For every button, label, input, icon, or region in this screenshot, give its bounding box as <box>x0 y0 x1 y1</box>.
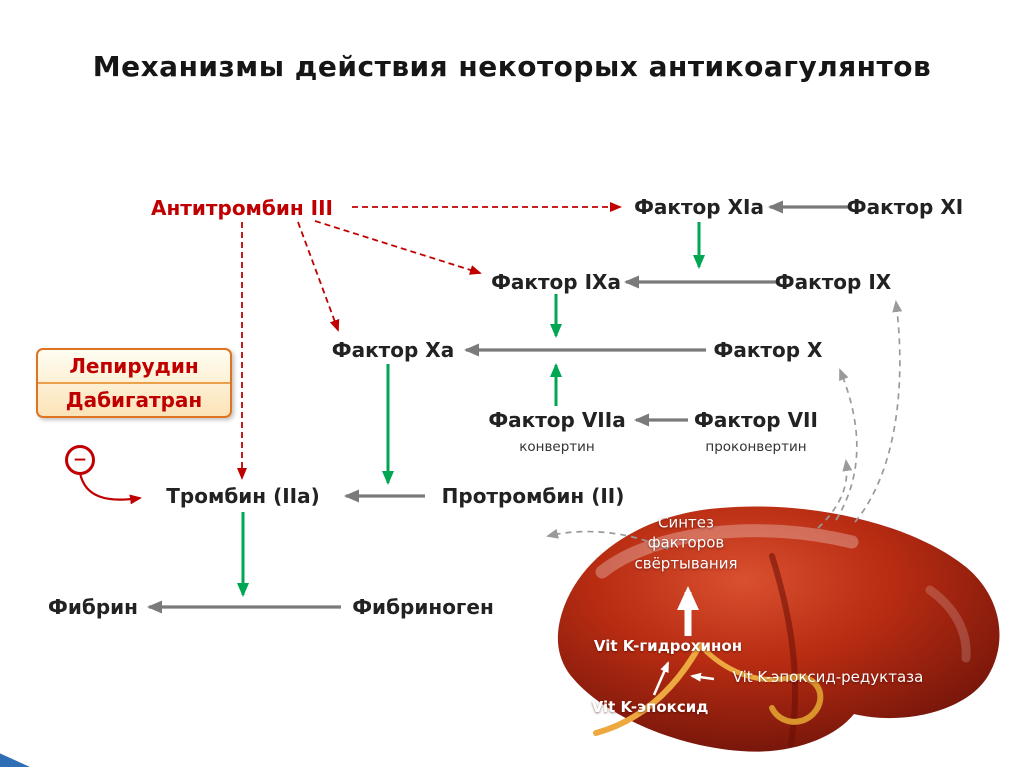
node-factor-x: Фактор X <box>713 338 823 362</box>
label-vit-k-hydroquinone: Vit K-гидрохинон <box>593 637 743 655</box>
liver-illustration <box>557 506 1000 752</box>
inhibition-symbol: − <box>65 445 95 475</box>
node-factor-ix: Фактор IX <box>774 270 892 294</box>
drug-dabigatran: Дабигатран <box>38 382 230 416</box>
conversion-arrows <box>147 200 848 614</box>
arrow-liver-to-factor-ix <box>854 300 903 523</box>
liver-synthesis-arrows <box>546 300 903 550</box>
arrow-at3-to-xa <box>297 221 340 332</box>
label-prokonvertin: проконвертин <box>705 439 807 455</box>
node-factor-xia: Фактор XIa <box>634 195 764 219</box>
label-vit-k-epoxide-reductase: Vit K-эпоксид-редуктаза <box>732 668 924 686</box>
activation-arrows <box>237 222 705 597</box>
node-factor-viia: Фактор VIIa <box>488 408 626 432</box>
node-fibrin: Фибрин <box>48 595 138 619</box>
node-factor-vii: Фактор VII <box>694 408 818 432</box>
drug-box: Лепирудин Дабигатран <box>36 348 232 418</box>
arrow-drugs-inhibit-thrombin <box>78 472 142 505</box>
bile-duct-illustration <box>593 642 824 736</box>
node-antithrombin-iii: Антитромбин III <box>151 196 333 220</box>
antithrombin-inhibition-arrows <box>237 202 622 480</box>
arrow-liver-to-factor-x <box>835 368 858 521</box>
label-vit-k-epoxide: Vit K-эпоксид <box>591 698 709 716</box>
node-factor-ixa: Фактор IXa <box>491 270 621 294</box>
node-prothrombin: Протромбин (II) <box>441 484 625 508</box>
label-synthesis-factors: Синтез факторов свёртывания <box>634 513 738 573</box>
label-konvertin: конвертин <box>519 439 595 455</box>
arrow-at3-to-ixa <box>314 220 482 275</box>
node-fibrinogen: Фибриноген <box>352 595 494 619</box>
arrow-reductase-pointer <box>690 672 715 682</box>
liver-white-arrows <box>652 586 715 696</box>
page-title: Механизмы действия некоторых антикоагуля… <box>92 50 932 83</box>
node-factor-xa: Фактор Xa <box>331 338 455 362</box>
arrow-epoxide-to-hydroquinone <box>652 661 670 696</box>
arrow-liver-to-factor-vii <box>817 459 853 529</box>
node-factor-xi: Фактор XI <box>846 195 964 219</box>
drug-lepirudin: Лепирудин <box>69 354 199 378</box>
arrow-liver-to-prothrombin <box>546 528 669 550</box>
node-thrombin: Тромбин (IIa) <box>166 484 320 508</box>
